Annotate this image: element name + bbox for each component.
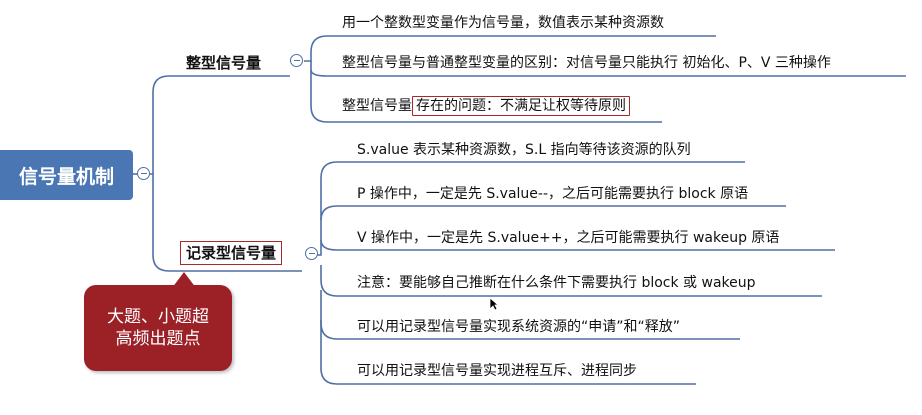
collapse-record-icon[interactable] [305, 247, 318, 260]
root-node[interactable]: 信号量机制 [0, 150, 133, 200]
leaf-record-3: V 操作中，一定是先 S.value++，之后可能需要执行 wakeup 原语 [357, 227, 779, 247]
leaf-integer-2: 整型信号量与普通整型变量的区别：对信号量只能执行 初始化、P、V 三种操作 [342, 52, 831, 72]
leaf-record-6: 可以用记录型信号量实现进程互斥、进程同步 [357, 360, 637, 380]
highlighted-problem: 存在的问题：不满足让权等待原则 [412, 96, 630, 116]
leaf-record-6-text: 可以用记录型信号量实现进程互斥、进程同步 [357, 363, 637, 379]
leaf-record-3-text: V 操作中，一定是先 S.value++，之后可能需要执行 wakeup 原语 [357, 230, 780, 246]
callout-line-2: 高频出题点 [115, 329, 201, 349]
collapse-integer-icon[interactable] [290, 54, 303, 67]
leaf-record-4-text: 注意：要能够自己推断在什么条件下需要执行 block 或 wakeup [357, 275, 756, 291]
leaf-integer-3-prefix: 整型信号量 [342, 98, 412, 114]
leaf-record-5: 可以用记录型信号量实现系统资源的“申请”和“释放” [357, 316, 680, 336]
leaf-record-5-text: 可以用记录型信号量实现系统资源的“申请”和“释放” [357, 319, 681, 335]
branch-integer-semaphore[interactable]: 整型信号量 [186, 52, 261, 73]
leaf-record-1: S.value 表示某种资源数，S.L 指向等待该资源的队列 [357, 139, 691, 159]
leaf-record-4: 注意：要能够自己推断在什么条件下需要执行 block 或 wakeup [357, 272, 756, 292]
root-node-label: 信号量机制 [18, 165, 114, 188]
leaf-integer-2-text: 整型信号量与普通整型变量的区别：对信号量只能执行 初始化、P、V 三种操作 [342, 55, 831, 71]
mouse-cursor-icon [489, 297, 500, 315]
leaf-integer-3: 整型信号量存在的问题：不满足让权等待原则 [342, 95, 630, 116]
callout-line-1: 大题、小题超 [107, 307, 209, 327]
leaf-record-2: P 操作中，一定是先 S.value--，之后可能需要执行 block 原语 [357, 183, 748, 203]
branch-integer-semaphore-label: 整型信号量 [186, 54, 262, 72]
branch-record-semaphore[interactable]: 记录型信号量 [180, 241, 283, 265]
leaf-record-1-text: S.value 表示某种资源数，S.L 指向等待该资源的队列 [357, 142, 691, 158]
leaf-integer-1-text: 用一个整数型变量作为信号量，数值表示某种资源数 [342, 15, 664, 31]
callout-pointer [172, 272, 196, 288]
leaf-record-2-text: P 操作中，一定是先 S.value--，之后可能需要执行 block 原语 [357, 186, 749, 202]
callout-note: 大题、小题超 高频出题点 [84, 285, 232, 371]
branch-record-semaphore-label: 记录型信号量 [180, 241, 283, 265]
collapse-root-icon[interactable] [137, 167, 150, 180]
leaf-integer-1: 用一个整数型变量作为信号量，数值表示某种资源数 [342, 12, 664, 32]
